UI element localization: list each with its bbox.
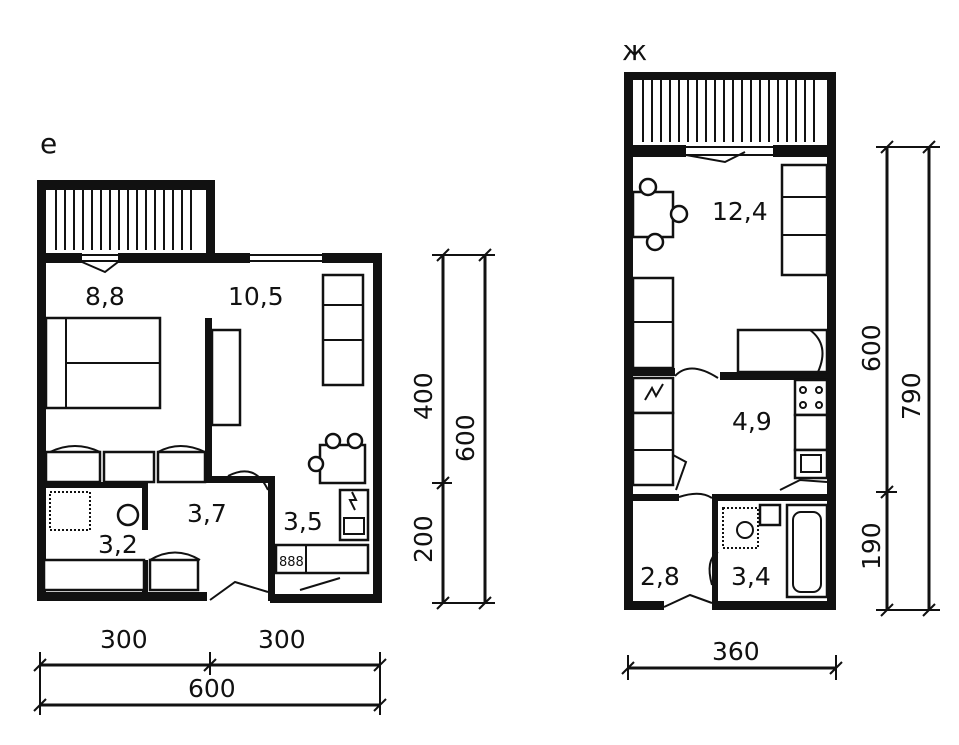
plan-e-dim-bottom-total: 600: [188, 674, 236, 703]
plan-e-dining-set: [307, 432, 367, 485]
plan-zh-balcony-door: [685, 151, 746, 164]
plan-e-label: е: [40, 127, 57, 160]
plan-e-balcony: [37, 180, 215, 255]
plan-zh-entrance-door: [663, 593, 713, 608]
plan-e-sofa: [321, 273, 365, 387]
svg-text:888: 888: [279, 555, 304, 570]
plan-e-room-hall: 3,7: [187, 499, 227, 528]
plan-e-dim-side-total: 600: [451, 414, 480, 462]
plan-zh-bath-fixtures: [722, 503, 829, 599]
plan-zh-dining-set: [631, 177, 689, 252]
plan-zh-dim-side-upper: 600: [857, 324, 886, 372]
plan-zh-shelving: [780, 163, 829, 277]
plan-e-bottom-dimension-lines: [33, 652, 387, 715]
plan-e-room-kitchen: 3,5: [283, 507, 323, 536]
plan-e-room-living: 10,5: [228, 282, 284, 311]
plan-e-room-bath: 3,2: [98, 530, 138, 559]
plan-e-dim-side-lower: 200: [409, 515, 438, 563]
plan-e-bed: [44, 316, 162, 410]
plan-e-wardrobe: [210, 328, 242, 427]
plan-zh-hall-door: [678, 492, 713, 499]
plan-zh-sofa: [631, 276, 675, 370]
plan-zh-room-kitchen: 4,9: [732, 407, 772, 436]
plan-zh-walls: [624, 145, 836, 610]
plan-e-dim-side-upper: 400: [409, 372, 438, 420]
plan-zh-bath-door: [708, 551, 719, 586]
plan-zh-label: ж: [622, 34, 647, 67]
plan-e-kitchen-equipment: 888: [274, 488, 370, 591]
plan-zh-balcony: [624, 72, 836, 150]
plan-e-entrance-door: [209, 580, 269, 601]
plan-zh-kitchen-door: [674, 367, 719, 379]
plan-zh-dim-side-total: 790: [897, 372, 926, 420]
plan-e: е: [33, 127, 495, 715]
plan-zh: ж: [621, 34, 940, 680]
plan-e-bath-fixtures: [42, 491, 201, 592]
plan-e-balcony-door: [81, 261, 119, 274]
plan-e-dim-bottom-left: 300: [100, 625, 148, 654]
plan-zh-side-dimension-lines: [876, 140, 940, 617]
plan-zh-room-living: 12,4: [712, 197, 768, 226]
plan-zh-dim-bottom-total: 360: [712, 637, 760, 666]
plan-zh-bed: [736, 328, 829, 374]
plan-zh-room-bath: 3,4: [731, 562, 771, 591]
plan-e-side-dimension-lines: [432, 248, 495, 610]
plan-e-kitchen-door: [227, 470, 269, 491]
plan-zh-kitchen-equipment: [631, 376, 829, 491]
plan-e-bedroom-cabinets: [44, 445, 207, 484]
plan-zh-dim-side-lower: 190: [857, 522, 886, 570]
plan-zh-bottom-dimension-lines: [621, 655, 843, 680]
plan-zh-room-hall: 2,8: [640, 562, 680, 591]
plan-e-dim-bottom-right: 300: [258, 625, 306, 654]
plan-e-room-bedroom: 8,8: [85, 282, 125, 311]
